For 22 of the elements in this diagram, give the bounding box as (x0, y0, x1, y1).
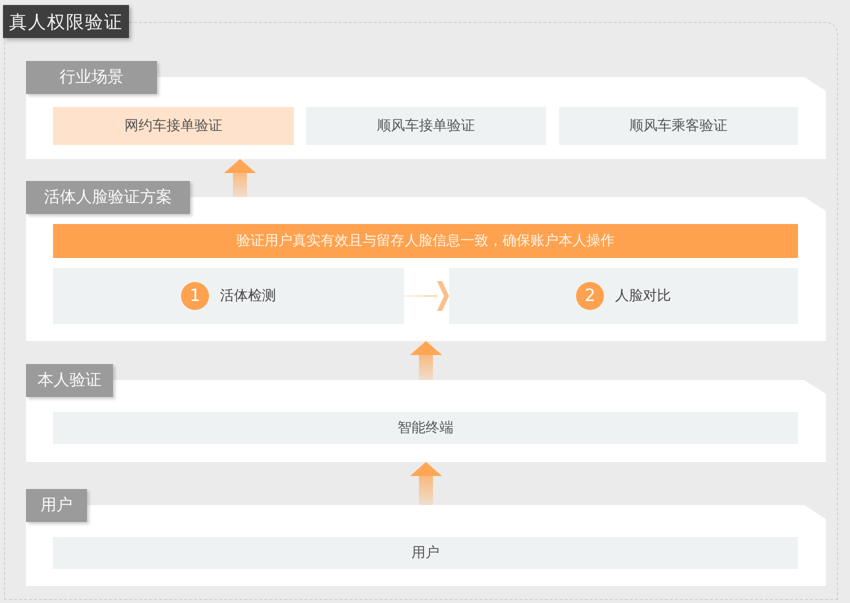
step-number: 1 (181, 282, 209, 310)
step-label: 人脸对比 (615, 287, 671, 305)
section-title: 真人权限验证 (3, 5, 129, 38)
item-label: 智能终端 (398, 419, 454, 437)
block-arrow (224, 159, 256, 197)
layer-tab: 用户 (26, 489, 87, 522)
block-arrow (410, 462, 442, 505)
step-label: 活体检测 (220, 287, 276, 305)
layer-tab: 行业场景 (26, 61, 157, 94)
item-label: 顺风车接单验证 (377, 117, 475, 135)
item-label: 用户 (412, 544, 440, 562)
step-box (53, 268, 404, 324)
banner (53, 224, 798, 258)
item-box (53, 107, 294, 145)
step-number: 2 (576, 282, 604, 310)
banner-text: 验证用户真实有效且与留存人脸信息一致，确保账户本人操作 (236, 232, 614, 250)
step-box (449, 268, 798, 324)
layer-tab: 活体人脸验证方案 (26, 181, 190, 214)
item-label: 网约车接单验证 (124, 117, 222, 135)
item-label: 顺风车乘客验证 (630, 117, 728, 135)
block-arrow (410, 341, 442, 380)
layer-tab: 本人验证 (26, 364, 113, 397)
